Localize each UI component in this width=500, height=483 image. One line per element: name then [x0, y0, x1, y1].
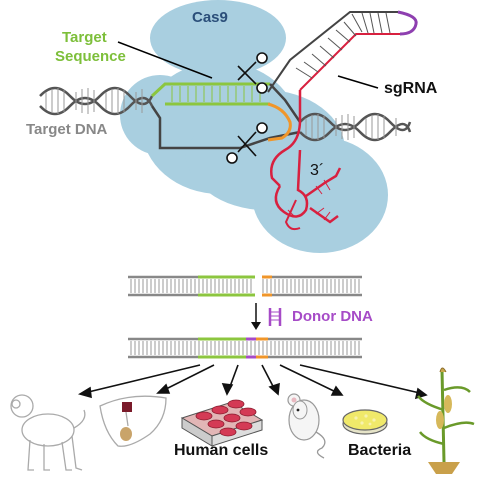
sgrna-structure — [267, 10, 418, 231]
donor-dna-fragment — [268, 308, 282, 326]
sgrna-leader — [337, 75, 379, 89]
liver-icon — [99, 395, 167, 447]
petri-dish-icon — [342, 409, 388, 435]
bacteria-label: Bacteria — [348, 442, 412, 459]
target-sequence-label-line1: Target — [62, 29, 107, 46]
cas9-label: Cas9 — [192, 9, 228, 26]
scissors-icon — [237, 52, 268, 94]
mouse-icon — [287, 393, 326, 459]
cut-dna-duplex — [128, 275, 362, 297]
down-arrow — [251, 303, 261, 330]
target-dna-helix — [39, 86, 412, 142]
repaired-dna-duplex — [128, 337, 362, 359]
cell-culture-plate-icon — [180, 399, 264, 447]
scissors-icon — [226, 122, 268, 164]
monkey-icon — [10, 394, 86, 471]
donor-dna-label: Donor DNA — [292, 308, 373, 325]
sgrna-label: sgRNA — [384, 80, 438, 97]
unwound-dna — [150, 82, 302, 150]
target-dna-label: Target DNA — [26, 121, 108, 138]
plant-icon — [417, 367, 475, 474]
target-sequence-leader — [117, 41, 213, 79]
three-prime-label: 3´ — [310, 162, 325, 179]
target-sequence-label-line2: Sequence — [55, 48, 126, 65]
application-arrows — [77, 364, 428, 400]
human-cells-label: Human cells — [174, 442, 269, 459]
